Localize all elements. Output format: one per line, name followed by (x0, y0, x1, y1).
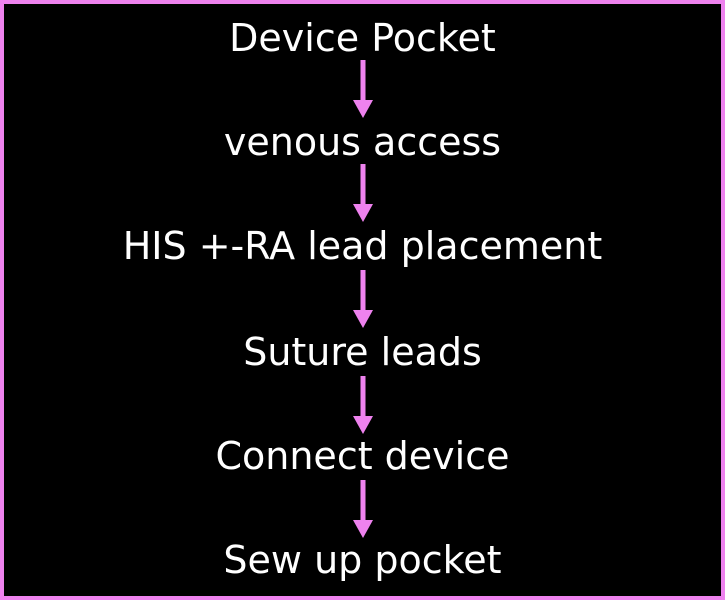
step-his-ra-lead-placement: HIS +-RA lead placement (122, 224, 603, 268)
step-venous-access: venous access (223, 120, 502, 164)
arrow-down-icon (352, 376, 373, 434)
step-connect-device: Connect device (215, 434, 510, 478)
step-sew-up-pocket: Sew up pocket (223, 538, 502, 582)
arrow-down-icon (352, 270, 373, 328)
arrow-3 (4, 270, 721, 330)
arrow-5 (4, 480, 721, 540)
arrow-1 (4, 60, 721, 120)
step-suture-leads: Suture leads (243, 330, 482, 374)
arrow-4 (4, 376, 721, 436)
arrow-down-icon (352, 164, 373, 222)
arrow-2 (4, 164, 721, 224)
step-device-pocket: Device Pocket (229, 16, 496, 60)
arrow-down-icon (352, 60, 373, 118)
arrow-down-icon (352, 480, 373, 538)
